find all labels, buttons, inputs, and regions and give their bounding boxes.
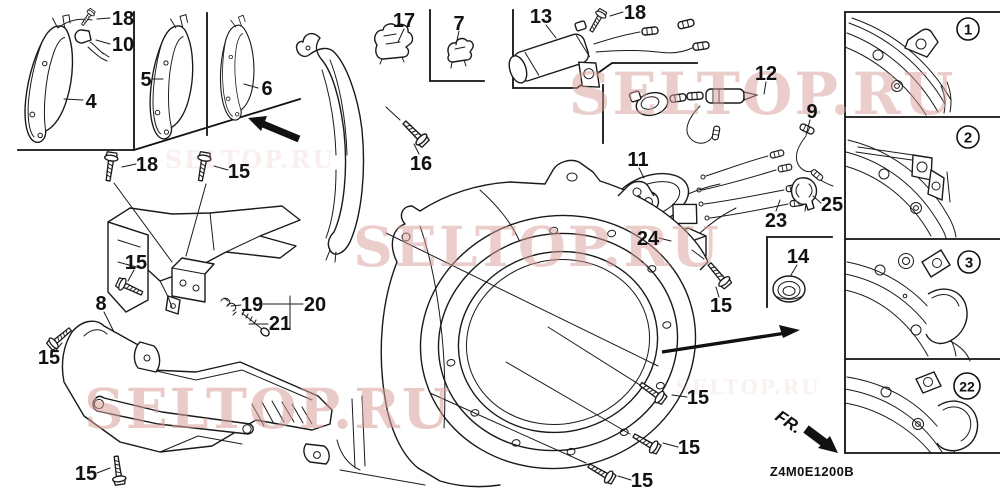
part-callout-15: 15 bbox=[228, 161, 250, 183]
watermark-text: SELTOP.RU bbox=[165, 145, 336, 174]
part-5-shroud bbox=[148, 12, 196, 141]
fr-arrow bbox=[803, 425, 838, 453]
part-callout-16: 16 bbox=[410, 153, 432, 175]
line-art bbox=[17, 7, 1000, 488]
reference-number-22: 22 bbox=[959, 379, 975, 395]
bolt-15-bottom bbox=[108, 454, 128, 487]
watermark-layer: SELTOP.RU SELTOP.RU SELTOP.RU SELTOP.RU SELT… bbox=[84, 60, 956, 441]
part-callout-21: 21 bbox=[269, 313, 291, 335]
bolt-15-right-2 bbox=[629, 429, 663, 457]
part-callout-15: 15 bbox=[38, 347, 60, 369]
part-callout-4: 4 bbox=[85, 91, 97, 113]
reference-circle-22 bbox=[953, 372, 981, 400]
part-callout-15: 15 bbox=[678, 437, 700, 459]
part-callout-11: 11 bbox=[627, 149, 648, 171]
part-callout-18: 18 bbox=[624, 2, 646, 24]
part-fan-cover bbox=[336, 159, 709, 488]
part-17-clamp bbox=[374, 23, 414, 65]
part-7-clamp bbox=[447, 37, 474, 69]
part-callout-15: 15 bbox=[631, 470, 653, 492]
part-19-spring bbox=[220, 297, 237, 316]
part-6-shroud bbox=[215, 14, 259, 122]
bolt-16 bbox=[398, 116, 432, 150]
panel-22-detail bbox=[844, 371, 979, 454]
panel-1-detail bbox=[844, 17, 952, 116]
part-callout-14: 14 bbox=[787, 246, 810, 268]
watermark-text: SELTOP.RU bbox=[84, 376, 452, 441]
watermark-text: SELTOP.RU bbox=[675, 375, 820, 399]
bolt-15-right-1 bbox=[636, 377, 669, 407]
part-callout-25: 25 bbox=[821, 194, 843, 216]
part-callout-15: 15 bbox=[125, 252, 147, 274]
reference-number-2: 2 bbox=[964, 130, 972, 147]
part-callout-7: 7 bbox=[453, 13, 464, 35]
panel-3-detail bbox=[844, 249, 971, 362]
diagram-code: Z4M0E1200B bbox=[770, 464, 854, 479]
reference-circle-3 bbox=[957, 250, 981, 274]
part-side-cover bbox=[295, 32, 365, 263]
part-12-assembly bbox=[628, 88, 758, 144]
reference-circle-2 bbox=[956, 125, 980, 149]
watermark-text: SELTOP.RU bbox=[353, 214, 721, 279]
bolt-15-right-3 bbox=[584, 459, 618, 487]
part-8-under-guard bbox=[61, 320, 333, 465]
part-callout-12: 12 bbox=[755, 63, 777, 85]
part-9-wire bbox=[795, 122, 834, 187]
part-air-guide-plate bbox=[107, 205, 301, 315]
part-10-clamp bbox=[57, 18, 110, 62]
part-callout-10: 10 bbox=[112, 34, 134, 56]
part-4-shroud bbox=[20, 10, 79, 146]
part-callout-13: 13 bbox=[530, 6, 552, 28]
part-callout-15: 15 bbox=[710, 295, 732, 317]
watermark-text: SELTOP.RU bbox=[569, 60, 956, 128]
part-callout-18: 18 bbox=[136, 154, 158, 176]
bolt-18-topleft bbox=[78, 7, 97, 28]
part-callout-8: 8 bbox=[95, 293, 106, 315]
group-boxes bbox=[17, 9, 1000, 454]
reference-number-1: 1 bbox=[964, 22, 972, 39]
part-callout-18: 18 bbox=[112, 8, 134, 30]
part-callout-20: 20 bbox=[304, 294, 326, 316]
reference-circle-1 bbox=[956, 17, 980, 41]
panel-2-detail bbox=[844, 139, 957, 239]
part-callout-9: 9 bbox=[806, 101, 817, 123]
part-callout-23: 23 bbox=[765, 210, 787, 232]
part-13-unit bbox=[508, 17, 711, 88]
part-23-harness bbox=[696, 148, 805, 221]
part-21-screw bbox=[241, 310, 270, 337]
part-callout-6: 6 bbox=[261, 78, 272, 100]
fr-direction-label: FR. bbox=[772, 407, 805, 438]
direction-arrows bbox=[248, 116, 800, 354]
flange-bolt-holes bbox=[446, 226, 672, 456]
part-callout-15: 15 bbox=[75, 463, 97, 485]
part-callout-15: 15 bbox=[687, 387, 709, 409]
bolt-18-left bbox=[100, 150, 120, 183]
leader-lines bbox=[55, 11, 822, 481]
part-callout-24: 24 bbox=[637, 228, 660, 250]
bolt-18-topright bbox=[585, 7, 609, 35]
part-callout-19: 19 bbox=[241, 294, 263, 316]
reference-number-3: 3 bbox=[965, 255, 973, 272]
callout-layer: 18 10 4 5 6 17 7 13 18 16 12 9 11 23 25 24 14 15 18 15 15 8 19… bbox=[38, 2, 843, 492]
part-25-clamp bbox=[790, 177, 818, 212]
part-callout-17: 17 bbox=[393, 10, 415, 32]
part-14-grommet bbox=[772, 275, 806, 303]
part-callout-5: 5 bbox=[140, 69, 151, 91]
reference-number-layer: 1 2 3 22 bbox=[953, 17, 981, 400]
